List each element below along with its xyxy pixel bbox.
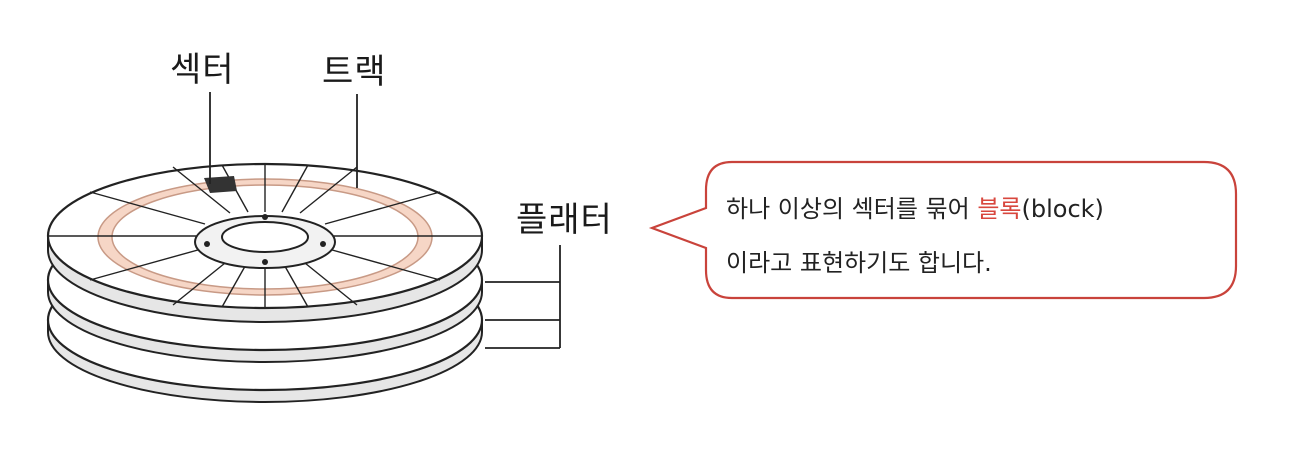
platter-1: [46, 162, 484, 323]
track-label: 트랙: [322, 52, 387, 92]
callout-line-1: 하나 이상의 섹터를 묶어 블록(block): [726, 195, 1104, 223]
callout-text: 하나 이상의 섹터를 묶어 블록(block) 이라고 표현하기도 합니다.: [726, 182, 1226, 290]
callout-bubble: [648, 160, 1238, 300]
spindle-center: [221, 221, 309, 253]
sector-label: 섹터: [170, 50, 235, 90]
block-highlight: 블록: [977, 195, 1022, 223]
callout-line-2: 이라고 표현하기도 합니다.: [726, 249, 992, 277]
sector-lines: [48, 164, 482, 308]
track-ring: [97, 178, 433, 296]
highlighted-sector: [204, 176, 237, 193]
platter-label: 플래터: [516, 200, 613, 240]
platter-leader-lines: [485, 245, 561, 349]
